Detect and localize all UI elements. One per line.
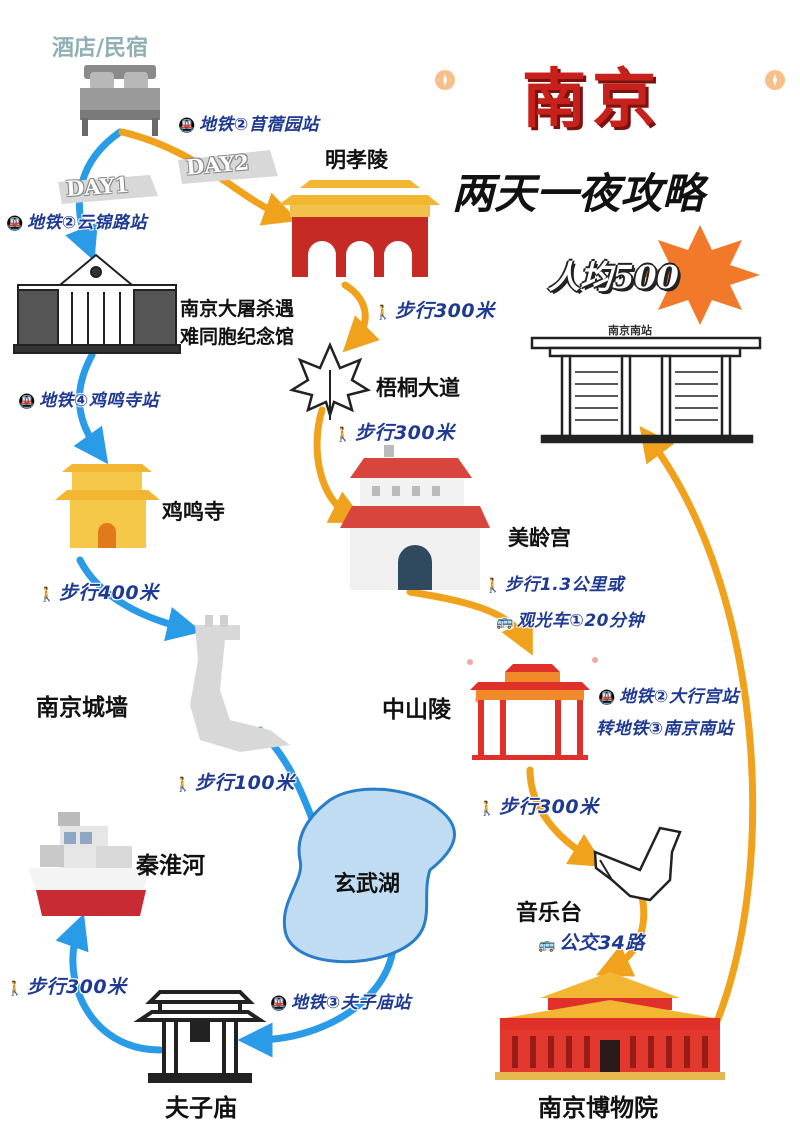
route-label-7b: 🚌观光车①20分钟	[496, 611, 644, 631]
route-label-6: 🚶步行400米	[38, 582, 159, 604]
title-main: 南京	[522, 62, 662, 137]
route-jiming-to-wall	[76, 556, 203, 642]
route-memorial-to-jiming	[73, 351, 109, 465]
bus-icon: 🚌	[496, 614, 514, 630]
day-tag-shapes	[58, 150, 278, 204]
memorial-label-line2: 难同胞纪念馆	[180, 326, 295, 348]
museum-label: 南京博物院	[538, 1093, 658, 1122]
wutong-label: 梧桐大道	[376, 375, 460, 400]
route-label-8b: 转地铁③南京南站	[596, 719, 734, 739]
walk-icon: 🚶	[374, 305, 392, 321]
route-zhongshan-to-yinyuetai	[526, 766, 606, 868]
route-fuzimiao-to-qinhuai	[55, 913, 164, 1054]
route-meiling-to-zhongshan	[406, 588, 533, 656]
walk-icon: 🚶	[484, 578, 502, 594]
bed-icon	[80, 65, 160, 136]
route-label-2: 🚇地铁②云锦路站	[6, 213, 147, 233]
budget-badge: 人均500	[548, 258, 679, 296]
route-label-13: 🚇地铁③夫子庙站	[270, 993, 411, 1013]
route-label-1: 🚇地铁②苜蓿园站	[178, 115, 319, 135]
route-label-7a: 🚶步行1.3公里或	[484, 575, 625, 595]
walk-icon: 🚶	[334, 427, 352, 443]
title-sub: 两天一夜攻略	[452, 169, 705, 218]
metro-icon: 🚇	[598, 690, 616, 706]
qinhuai-label: 秦淮河	[136, 852, 205, 879]
hotel-label: 酒店/民宿	[52, 35, 149, 61]
xuanwu-lake-icon	[282, 787, 456, 964]
starburst-badge-icon	[640, 225, 760, 325]
maple-leaf-icon	[288, 341, 372, 420]
mingxiaoling-gate-icon	[278, 180, 440, 277]
route-museum-to-station	[639, 425, 757, 1052]
route-label-5: 🚶步行300米	[334, 422, 455, 444]
walk-icon: 🚶	[38, 587, 56, 603]
wall-label: 南京城墙	[36, 694, 128, 721]
boat-icon	[28, 812, 150, 916]
walk-icon: 🚶	[6, 981, 24, 997]
yinyuetai-label: 音乐台	[516, 900, 583, 926]
route-label-9: 🚶步行100米	[174, 772, 295, 794]
route-wutong-to-meiling	[313, 406, 366, 523]
meiling-palace-icon	[340, 445, 490, 590]
dove-icon	[593, 826, 682, 902]
route-label-8a: 🚇地铁②大行宫站	[598, 687, 739, 707]
station-icon	[530, 336, 762, 444]
meiling-label: 美龄宫	[508, 525, 571, 550]
jiming-label: 鸡鸣寺	[162, 499, 225, 524]
memorial-hall-icon	[13, 253, 181, 354]
xuanwu-label: 玄武湖	[334, 871, 401, 897]
walk-icon: 🚶	[478, 801, 496, 817]
museum-icon	[495, 972, 725, 1080]
route-label-11: 🚌公交34路	[538, 932, 645, 954]
city-wall-icon	[190, 615, 290, 752]
walk-icon: 🚶	[174, 777, 192, 793]
metro-icon: 🚇	[18, 394, 36, 410]
route-label-3: 🚶步行300米	[374, 300, 495, 322]
fuzimiao-gate-icon	[133, 990, 267, 1083]
route-label-12: 🚶步行300米	[6, 976, 127, 998]
zhongshan-label: 中山陵	[382, 696, 451, 723]
day1-tag: DAY1	[65, 171, 130, 202]
route-label-4: 🚇地铁④鸡鸣寺站	[18, 391, 159, 411]
station-sign: 南京南站	[608, 324, 652, 337]
route-label-10: 🚶步行300米	[478, 796, 599, 818]
fuzimiao-label: 夫子庙	[165, 1093, 237, 1122]
mingxiaoling-label: 明孝陵	[325, 147, 388, 172]
metro-icon: 🚇	[6, 216, 24, 232]
jiming-temple-icon	[55, 464, 160, 548]
bus-icon: 🚌	[538, 937, 556, 953]
route-mingxiaoling-to-wutong	[341, 281, 380, 353]
zhongshan-gate-icon	[467, 657, 598, 760]
metro-icon: 🚇	[178, 118, 196, 134]
memorial-label-line1: 南京大屠杀遇	[180, 298, 295, 320]
metro-icon: 🚇	[270, 996, 288, 1012]
